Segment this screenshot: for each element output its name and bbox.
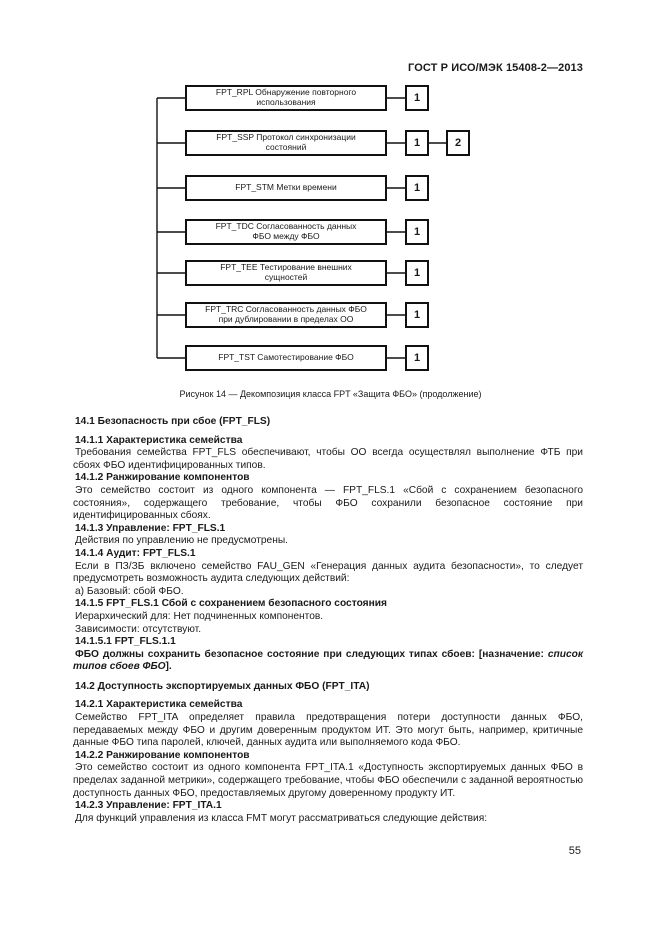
paragraph: Требования семейства FPT_FLS обеспечиваю… <box>73 447 583 471</box>
component-label-line: FPT_RPL Обнаружение повторного <box>215 87 357 98</box>
element-heading: 14.1.5.1 FPT_FLS.1.1 <box>75 636 176 648</box>
requirement-italic: список типов сбоев ФБО <box>73 648 583 673</box>
requirement-bold: ФБО должны сохранить безопасное состояни… <box>75 648 544 660</box>
component-label-line: FPT_TEE Тестирование внешних <box>220 262 352 273</box>
level-box: 1 <box>405 175 429 201</box>
component-label: FPT_STM Метки времени <box>235 182 337 193</box>
subsection-heading: 14.1.3 Управление: FPT_FLS.1 <box>75 522 226 534</box>
component-label-line: FPT_TRC Согласованность данных ФБО <box>205 304 367 315</box>
paragraph: Это семейство состоит из одного компонен… <box>73 484 583 522</box>
subsection-heading: 14.1.1 Характеристика семейства <box>75 434 243 446</box>
component-label-line: использования <box>256 97 316 107</box>
requirement-end: ]. <box>165 661 172 673</box>
level-box: 1 <box>405 345 429 371</box>
list-item: a) Базовый: сбой ФБО. <box>75 585 184 597</box>
level-box: 1 <box>405 219 429 245</box>
requirement-text: ФБО должны сохранить безопасное состояни… <box>73 649 583 674</box>
component-box: FPT_STM Метки времени <box>185 175 387 201</box>
level-box: 1 <box>405 85 429 111</box>
component-label-line: ФБО между ФБО <box>252 231 320 241</box>
paragraph: Для функций управления из класса FMT мог… <box>75 812 488 824</box>
section-heading: 14.1 Безопасность при сбое (FPT_FLS) <box>75 416 271 427</box>
paragraph: Действия по управлению не предусмотрены. <box>75 535 288 547</box>
component-label-line: при дублировании в пределах ОО <box>218 314 354 324</box>
figure-caption: Рисунок 14 — Декомпозиция класса FPT «За… <box>179 389 482 399</box>
component-label-line: состояний <box>265 142 307 152</box>
diagram-connectors <box>156 97 446 359</box>
paragraph: Семейство FPT_ITA определяет правила пре… <box>73 712 583 749</box>
level-box: 1 <box>405 260 429 286</box>
component-label-line: FPT_TDC Согласованность данных <box>215 221 357 232</box>
paragraph: Иерархический для: Нет подчиненных компо… <box>75 610 324 622</box>
document-header: ГОСТ Р ИСО/МЭК 15408-2—2013 <box>408 62 583 74</box>
component-box: FPT_TST Самотестирование ФБО <box>185 345 387 371</box>
subsection-heading: 14.2.1 Характеристика семейства <box>75 699 243 711</box>
component-label-line: FPT_SSP Протокол синхронизации <box>216 132 356 143</box>
paragraph: Зависимости: отсутствуют. <box>75 623 202 635</box>
document-body: 14.1 Безопасность при сбое (FPT_FLS) 14.… <box>73 414 583 825</box>
subsection-heading: 14.1.2 Ранжирование компонентов <box>75 472 250 484</box>
paragraph: Если в ПЗ/ЗБ включено семейство FAU_GEN … <box>73 560 583 585</box>
page-number: 55 <box>568 845 581 857</box>
component-label: FPT_TST Самотестирование ФБО <box>218 352 354 363</box>
subsection-heading: 14.1.4 Аудит: FPT_FLS.1 <box>75 547 196 559</box>
level-box: 1 <box>405 130 429 156</box>
level-box: 2 <box>446 130 470 156</box>
component-label-line: сущностей <box>264 272 308 282</box>
subsection-heading: 14.2.3 Управление: FPT_ITA.1 <box>75 800 222 812</box>
subsection-heading: 14.2.2 Ранжирование компонентов <box>75 749 250 761</box>
paragraph: Это семейство состоит из одного компонен… <box>73 762 583 799</box>
component-label-line: FPT_TST Самотестирование ФБО <box>218 352 354 363</box>
subsection-heading: 14.1.5 FPT_FLS.1 Сбой с сохранением безо… <box>75 598 387 610</box>
level-box: 1 <box>405 302 429 328</box>
section-heading: 14.2 Доступность экспортируемых данных Ф… <box>75 680 370 692</box>
component-label-line: FPT_STM Метки времени <box>235 182 337 193</box>
